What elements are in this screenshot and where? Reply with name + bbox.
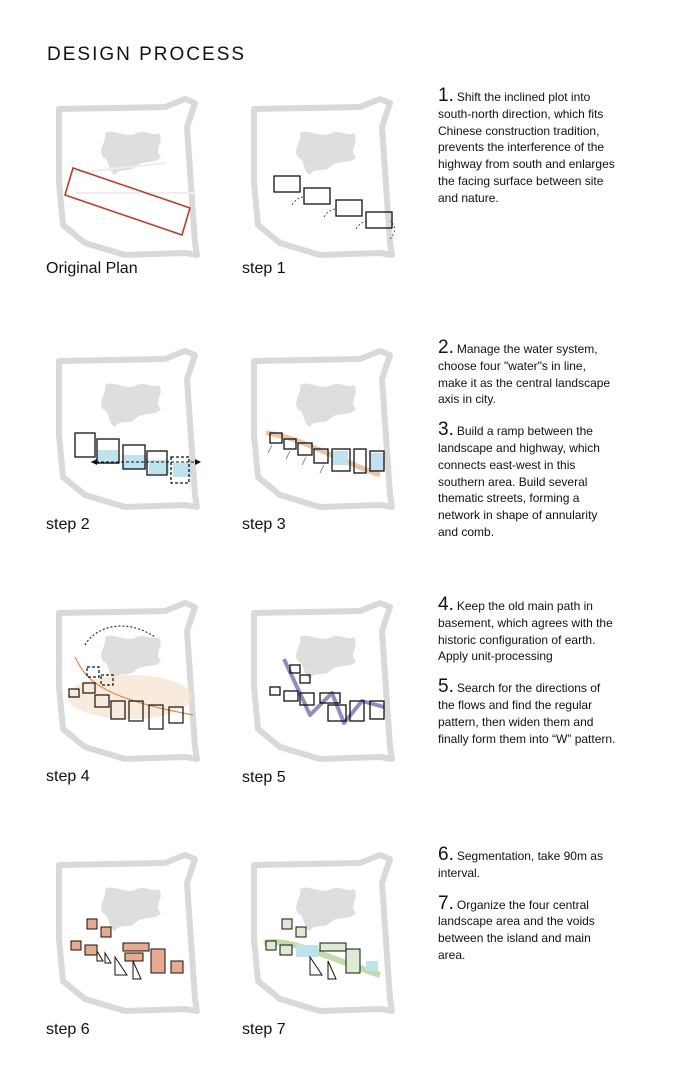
water-bodies <box>97 450 191 477</box>
caption-step-4: step 4 <box>46 768 90 785</box>
streets <box>267 444 325 474</box>
caption-step-3: step 3 <box>242 516 286 533</box>
historic-terrain <box>68 675 192 719</box>
description-text: Manage the water system, choose four "wa… <box>438 342 611 407</box>
old-main-path <box>84 625 156 646</box>
site-base <box>251 348 395 510</box>
triangular-blocks <box>309 955 337 980</box>
description-number: 4. <box>438 594 454 615</box>
description-text: Segmentation, take 90m as interval. <box>438 849 603 880</box>
site-base <box>251 600 395 762</box>
description-text: Build a ramp between the landscape and h… <box>438 424 600 539</box>
map-step-2 <box>45 345 215 510</box>
map-step-5 <box>240 597 410 762</box>
description-text: Search for the directions of the flows a… <box>438 681 616 746</box>
description-number: 7. <box>438 892 454 914</box>
site-base <box>251 852 395 1014</box>
site-base <box>56 600 200 762</box>
caption-original-plan: Original Plan <box>46 260 138 277</box>
blocks <box>68 666 184 730</box>
site-base <box>251 96 395 258</box>
shift-arrows <box>291 196 395 240</box>
triangular-blocks <box>96 949 142 980</box>
site-base <box>56 96 200 258</box>
map-step-6 <box>45 849 215 1014</box>
description-text: Keep the old main path in basement, whic… <box>438 599 613 664</box>
description-number: 5. <box>438 676 454 698</box>
blocks <box>269 432 385 474</box>
description-number: 6. <box>438 844 454 865</box>
water-bodies <box>296 945 378 971</box>
map-original-plan <box>45 93 215 258</box>
site-base <box>56 852 200 1014</box>
caption-step-6: step 6 <box>46 1021 90 1038</box>
shifted-blocks <box>273 175 393 229</box>
description-4-5: 4.Keep the old main path in basement, wh… <box>438 594 616 761</box>
segmented-blocks <box>70 918 184 974</box>
map-step-1 <box>240 93 410 258</box>
site-base <box>56 348 200 510</box>
map-step-7 <box>240 849 410 1014</box>
description-6-7: 6.Segmentation, take 90m as interval. 7.… <box>438 844 616 978</box>
description-text: Shift the inclined plot into south-north… <box>438 90 615 205</box>
water-bodies <box>332 451 384 471</box>
blocks <box>74 432 190 484</box>
blocks <box>265 918 361 974</box>
w-pattern-path <box>282 658 385 725</box>
blocks <box>269 664 385 722</box>
original-plot <box>64 166 191 237</box>
description-number: 1. <box>438 85 454 106</box>
description-number: 2. <box>438 337 454 358</box>
description-2-3: 2.Manage the water system, choose four "… <box>438 337 616 555</box>
map-step-4 <box>45 597 215 762</box>
ramp <box>265 430 381 478</box>
description-text: Organize the four central landscape area… <box>438 897 595 962</box>
description-number: 3. <box>438 419 454 441</box>
caption-step-1: step 1 <box>242 260 286 277</box>
caption-step-5: step 5 <box>242 769 286 786</box>
map-step-3 <box>240 345 410 510</box>
description-1: 1.Shift the inclined plot into south-nor… <box>438 85 616 221</box>
page-title: DESIGN PROCESS <box>47 44 247 65</box>
caption-step-7: step 7 <box>242 1021 286 1038</box>
caption-step-2: step 2 <box>46 516 90 533</box>
